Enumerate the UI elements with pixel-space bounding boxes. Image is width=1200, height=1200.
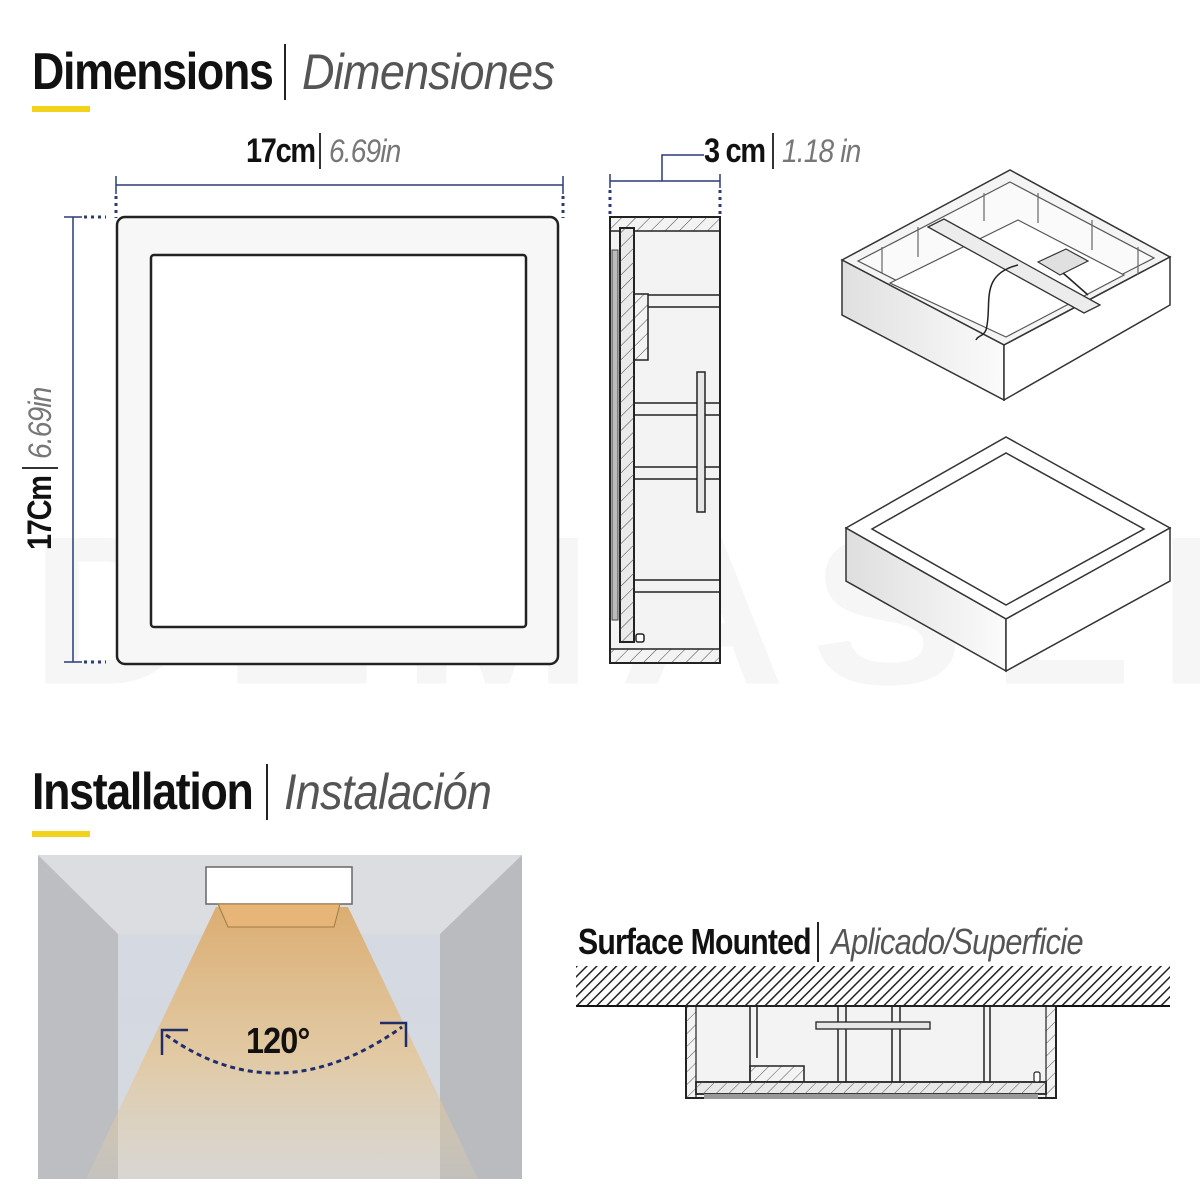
depth-imperial: 1.18 in [781, 132, 861, 169]
side-section-drawing [608, 154, 722, 664]
ceiling-slab [576, 966, 1170, 1006]
width-dimension-line [114, 176, 565, 218]
height-dimension-line [64, 215, 106, 664]
dimensions-heading: Dimensions Dimensiones [32, 42, 582, 102]
installation-title-en: Installation [32, 763, 254, 821]
width-dimension-label: 17cm 6.69in [246, 131, 410, 171]
heading-separator [266, 764, 269, 820]
isometric-back-open-drawing [840, 169, 1172, 402]
beam-angle-label: 120° [246, 1020, 310, 1061]
dimensions-title-es: Dimensiones [301, 44, 555, 100]
installation-title-es: Instalación [284, 764, 492, 820]
height-metric: 17Cm [20, 476, 59, 550]
installation-heading-underline [32, 831, 90, 837]
heading-separator [283, 44, 286, 100]
surface-mounted-heading: Surface Mounted Aplicado/Superficie [578, 920, 1124, 964]
mount-type-es: Aplicado/Superficie [831, 921, 1084, 962]
height-dimension-label: 17Cm 6.69in [20, 378, 60, 550]
mount-type-en: Surface Mounted [578, 921, 812, 962]
isometric-front-drawing [844, 436, 1172, 673]
height-imperial: 6.69in [21, 387, 58, 460]
dimension-separator [22, 467, 58, 470]
surface-mounted-section-drawing [576, 966, 1170, 1099]
dimensions-heading-underline [32, 106, 90, 112]
depth-dimension-label: 3 cm 1.18 in [704, 131, 871, 171]
installation-heading: Installation Instalación [32, 762, 515, 822]
width-imperial: 6.69in [328, 132, 401, 169]
dimension-separator [318, 133, 321, 169]
width-metric: 17cm [246, 131, 316, 170]
front-view-drawing [64, 176, 565, 666]
front-panel-inner [149, 253, 528, 629]
dimensions-title-en: Dimensions [32, 43, 274, 101]
dimension-separator [771, 133, 774, 169]
heading-separator [817, 922, 820, 962]
ceiling-fixture [205, 866, 353, 905]
depth-dimension-line [608, 154, 722, 214]
depth-metric: 3 cm [704, 131, 766, 170]
room-beam-illustration [38, 855, 522, 1179]
beam-angle-arc [165, 1025, 403, 1075]
